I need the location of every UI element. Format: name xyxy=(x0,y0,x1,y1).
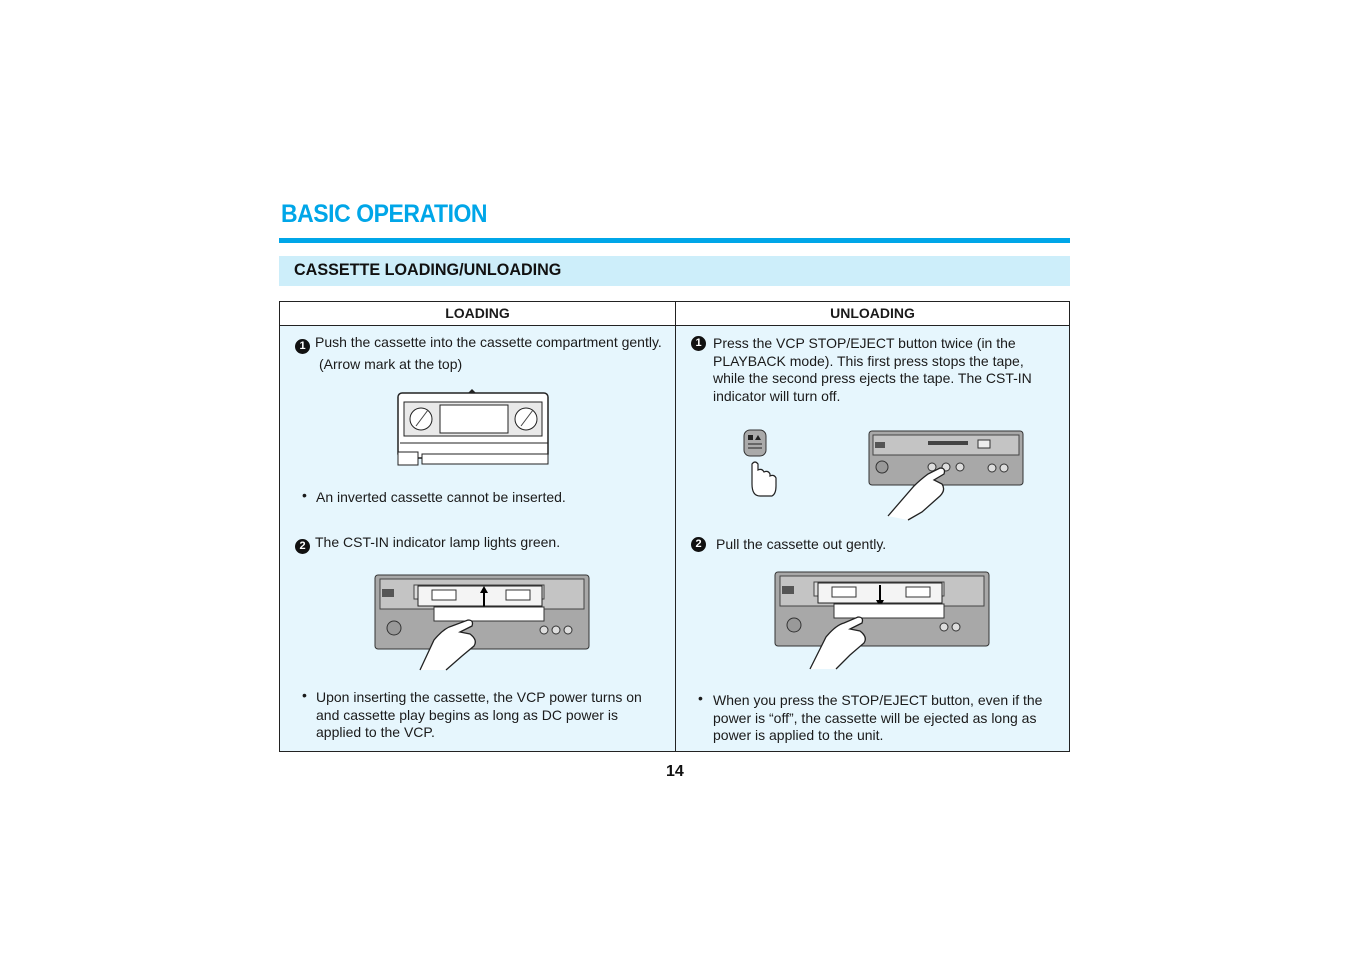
vcp-eject-illustration xyxy=(774,571,990,670)
instruction-table: LOADING UNLOADING 1 Push the cassette int… xyxy=(279,301,1070,752)
unloading-step-2: Pull the cassette out gently. xyxy=(716,536,887,552)
loading-bullet-1: An inverted cassette cannot be inserted. xyxy=(316,489,566,505)
step-number-icon: 2 xyxy=(691,537,706,552)
cassette-illustration xyxy=(397,389,549,466)
vcp-insert-illustration xyxy=(374,574,590,671)
unloading-step-1: Press the VCP STOP/EJECT button twice (i… xyxy=(713,335,1032,404)
loading-step-1: 1 Push the cassette into the cassette com… xyxy=(295,334,667,354)
column-header-unloading: UNLOADING xyxy=(676,302,1069,326)
column-divider xyxy=(675,302,676,751)
loading-step-1-note: (Arrow mark at the top) xyxy=(319,356,463,372)
stop-eject-button-illustration xyxy=(743,429,777,497)
unloading-bullet-1: When you press the STOP/EJECT button, ev… xyxy=(713,692,1043,743)
bullet-icon: • xyxy=(302,687,307,703)
section-title: CASSETTE LOADING/UNLOADING xyxy=(294,260,562,279)
bullet-icon: • xyxy=(302,487,307,503)
loading-step-1-text: Push the cassette into the cassette comp… xyxy=(315,334,662,350)
page-number: 14 xyxy=(666,763,684,780)
loading-step-2: 2 The CST-IN indicator lamp lights green. xyxy=(295,534,667,554)
title-rule xyxy=(279,238,1070,243)
step-number-icon: 2 xyxy=(295,539,310,554)
step-number-icon: 1 xyxy=(295,339,310,354)
loading-bullet-2: Upon inserting the cassette, the VCP pow… xyxy=(316,689,642,740)
step-number-icon: 1 xyxy=(691,336,706,351)
vcp-panel-illustration xyxy=(868,430,1024,521)
page-title: BASIC OPERATION xyxy=(281,200,488,228)
bullet-icon: • xyxy=(698,690,703,706)
column-header-loading: LOADING xyxy=(280,302,675,326)
section-header: CASSETTE LOADING/UNLOADING xyxy=(279,256,1070,286)
loading-step-2-text: The CST-IN indicator lamp lights green. xyxy=(315,534,561,550)
